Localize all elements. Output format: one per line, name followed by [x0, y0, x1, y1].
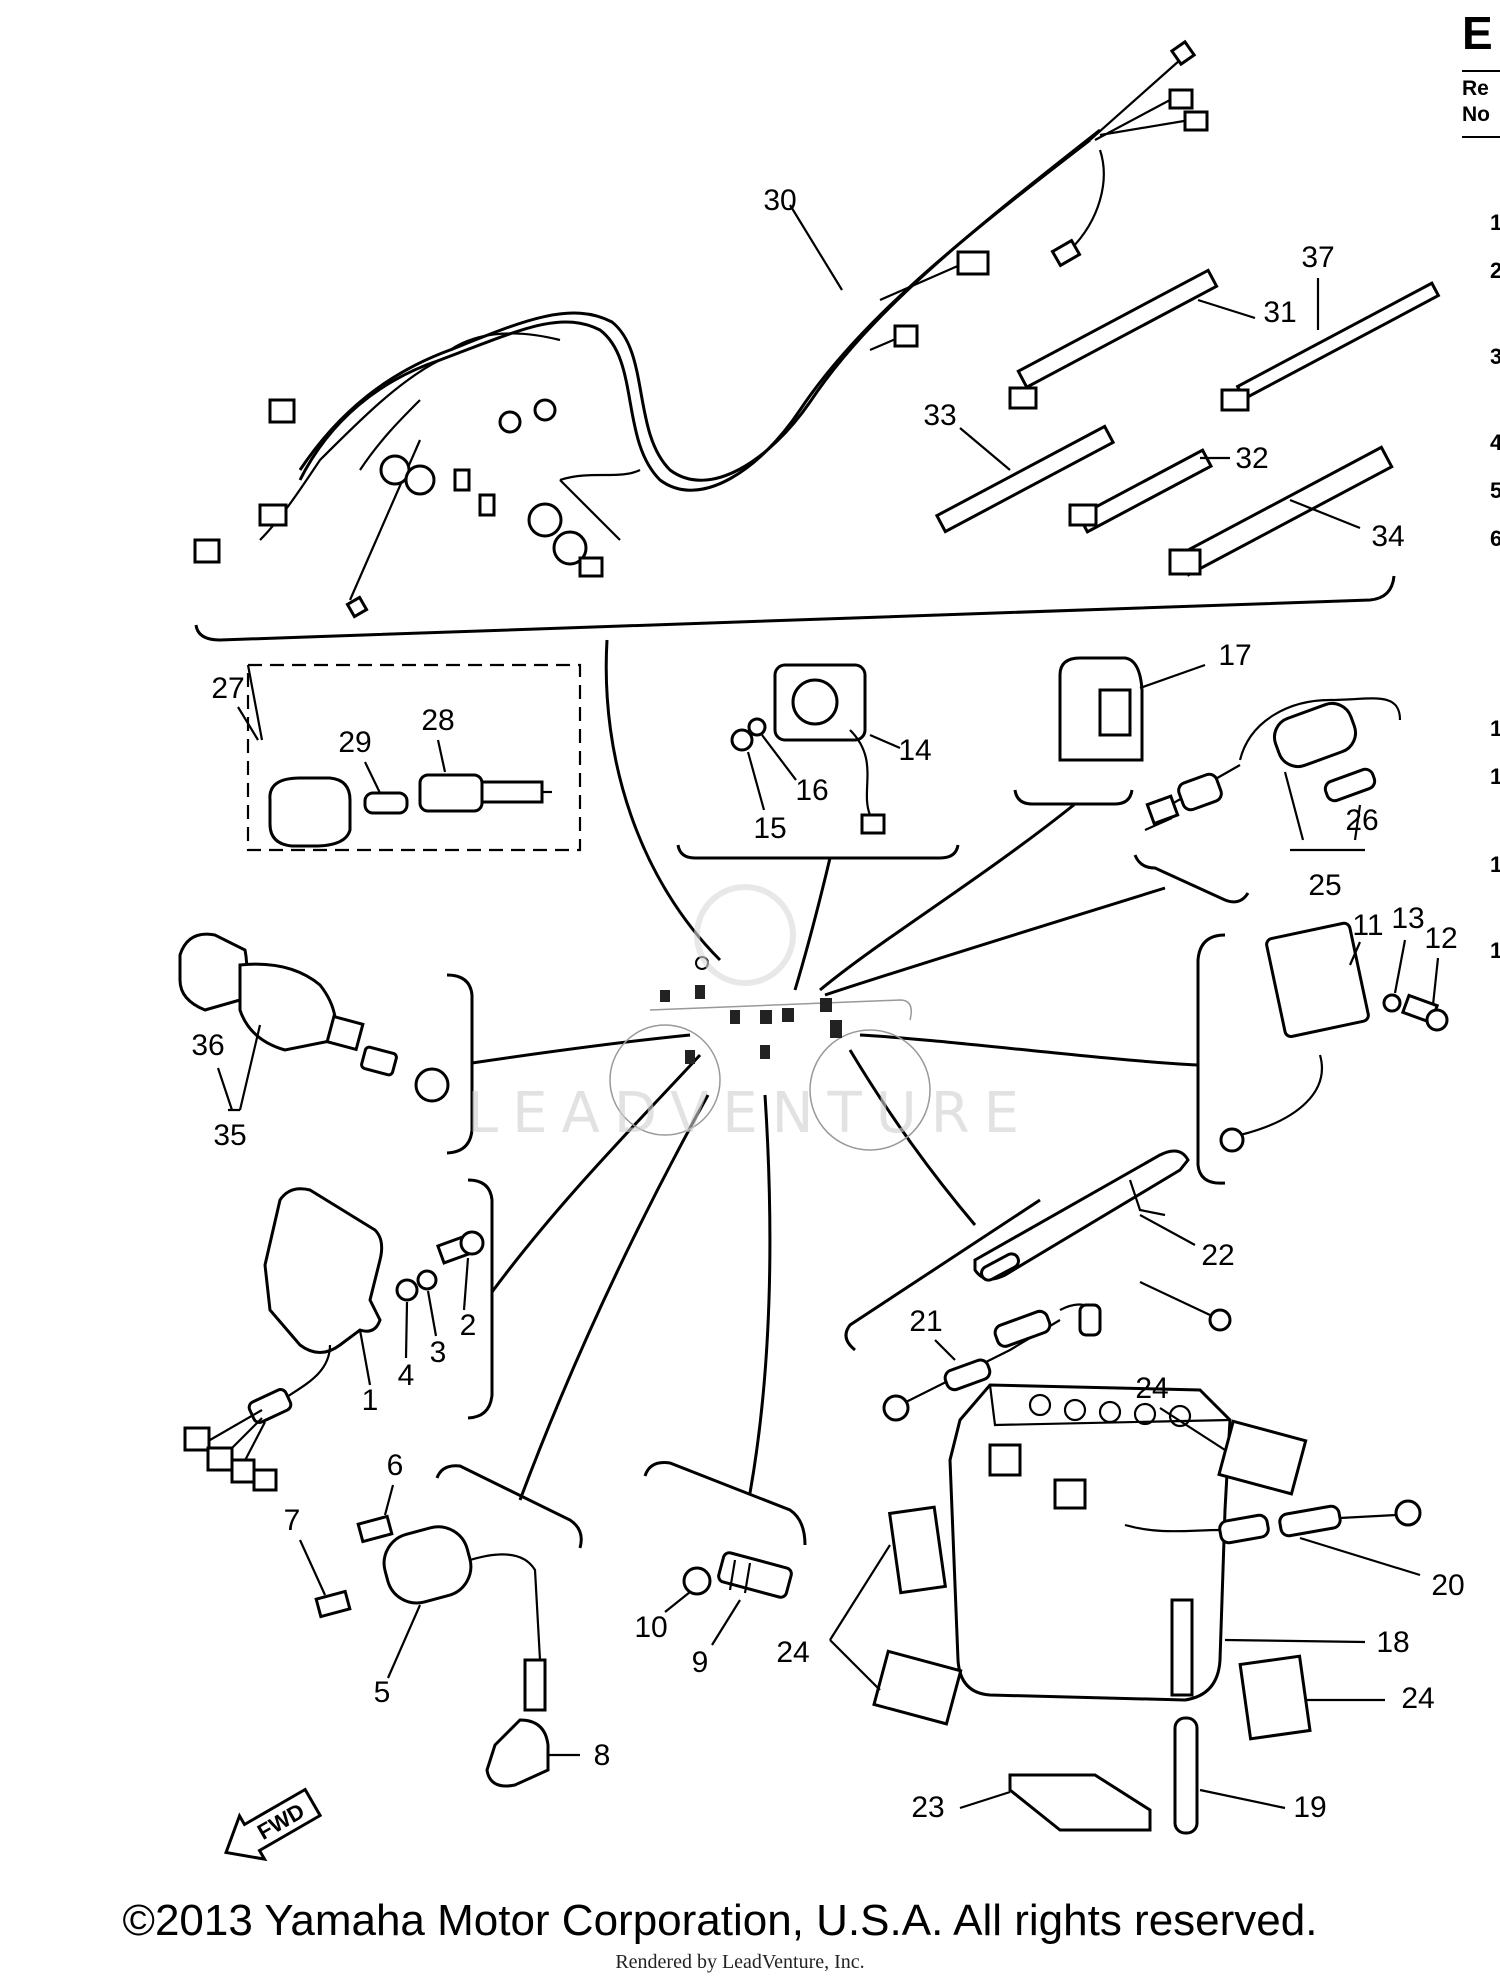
rectifier-regulator-11[interactable] [1219, 921, 1370, 1153]
callout-4: 4 [398, 1359, 415, 1392]
copyright-notice: ©2013 Yamaha Motor Corporation, U.S.A. A… [122, 1896, 1318, 1945]
callout-16: 16 [795, 774, 828, 807]
callout-9: 9 [692, 1646, 709, 1679]
washer-13[interactable] [1382, 993, 1402, 1013]
callout-36: 36 [191, 1029, 224, 1062]
relay-17[interactable] [1058, 656, 1144, 762]
gasket-10[interactable] [682, 1566, 712, 1596]
callout-27: 27 [211, 672, 244, 705]
bolt-6[interactable] [356, 1514, 394, 1544]
wire-harness[interactable] [193, 39, 1209, 619]
harness-group-brace [194, 575, 1396, 642]
title-fragment: E [1462, 7, 1493, 59]
callout-25: 25 [1308, 869, 1341, 902]
callout-35: 35 [213, 1119, 246, 1152]
leadventure-watermark: LEADVENTURE [467, 884, 1033, 1146]
callout-34: 34 [1371, 520, 1404, 553]
callout-31: 31 [1263, 296, 1296, 329]
bolt-7[interactable] [314, 1589, 352, 1619]
battery-pads-24[interactable] [872, 1419, 1312, 1741]
side-number-column: 1 2 3 4 5 6 1 1 1 1 [1490, 210, 1500, 963]
callout-8: 8 [594, 1739, 611, 1772]
callout-14: 14 [898, 734, 931, 767]
cable-tie-32[interactable] [1068, 448, 1214, 534]
callout-28: 28 [421, 704, 454, 737]
callout-10: 10 [634, 1611, 667, 1644]
nut-15[interactable] [730, 728, 754, 752]
forward-arrow-icon: FWD [223, 1787, 323, 1862]
cable-tie-37[interactable] [1220, 281, 1441, 412]
no-fragment: No [1462, 103, 1490, 126]
callout-19: 19 [1293, 1791, 1326, 1824]
callout-12: 12 [1424, 922, 1457, 955]
callout-24b: 24 [776, 1636, 809, 1669]
negative-lead-21[interactable] [882, 1281, 1232, 1422]
rendered-by-credit: Rendered by LeadVenture, Inc. [615, 1951, 865, 1973]
callout-3: 3 [430, 1336, 447, 1369]
cable-tie-31[interactable] [1008, 268, 1219, 410]
bolt-12[interactable] [1400, 993, 1449, 1032]
cable-tie-34[interactable] [1168, 445, 1394, 577]
bulb-29[interactable] [363, 791, 409, 815]
positive-lead-20[interactable] [1124, 1499, 1422, 1545]
starter-relay-25[interactable] [1144, 697, 1402, 832]
callout-21: 21 [909, 1305, 942, 1338]
svg-text:LEADVENTURE: LEADVENTURE [467, 1081, 1033, 1146]
bolt-2[interactable] [435, 1230, 485, 1265]
breather-tube-19[interactable] [1170, 1598, 1199, 1835]
callout-2: 2 [460, 1309, 477, 1342]
ref-fragment: Re [1462, 77, 1489, 100]
callout-7: 7 [284, 1504, 301, 1537]
battery-pad-23[interactable] [1008, 1773, 1152, 1832]
battery-18[interactable] [948, 1383, 1232, 1702]
bulb-socket-28[interactable] [418, 773, 552, 813]
callout-29: 29 [338, 726, 371, 759]
battery-band-22[interactable] [973, 1149, 1190, 1283]
callout-24a: 24 [1135, 1372, 1168, 1405]
callout-1: 1 [362, 1384, 379, 1417]
callout-5: 5 [374, 1676, 391, 1709]
spacer-4[interactable] [395, 1278, 419, 1302]
switch-14[interactable] [773, 663, 886, 835]
callout-6: 6 [387, 1449, 404, 1482]
fuse-26[interactable] [1323, 767, 1377, 803]
callout-30: 30 [763, 184, 796, 217]
cable-tie-33[interactable] [934, 424, 1116, 534]
callout-11: 11 [1352, 909, 1383, 942]
cdi-unit-1[interactable] [183, 1187, 384, 1492]
callout-26: 26 [1345, 804, 1378, 837]
bulb-group-box [246, 663, 582, 852]
callout-32: 32 [1235, 442, 1268, 475]
washer-3[interactable] [416, 1269, 438, 1291]
callout-15: 15 [753, 812, 786, 845]
neutral-switch-9[interactable] [717, 1551, 793, 1599]
washer-16[interactable] [747, 717, 767, 737]
ignition-lead-36[interactable] [178, 932, 450, 1103]
callout-37: 37 [1301, 241, 1334, 274]
ignition-coil-5[interactable] [377, 1520, 550, 1788]
frame-silhouette [609, 956, 931, 1151]
callout-23: 23 [911, 1791, 944, 1824]
callout-33: 33 [923, 399, 956, 432]
callout-24c: 24 [1401, 1682, 1434, 1715]
callout-22: 22 [1201, 1239, 1234, 1272]
callout-13: 13 [1391, 902, 1424, 935]
lamp-cover[interactable] [268, 776, 352, 848]
callout-20: 20 [1431, 1569, 1464, 1602]
callout-18: 18 [1376, 1626, 1409, 1659]
callout-17: 17 [1218, 639, 1251, 672]
table-header-fragment: E Re No [1462, 10, 1500, 138]
